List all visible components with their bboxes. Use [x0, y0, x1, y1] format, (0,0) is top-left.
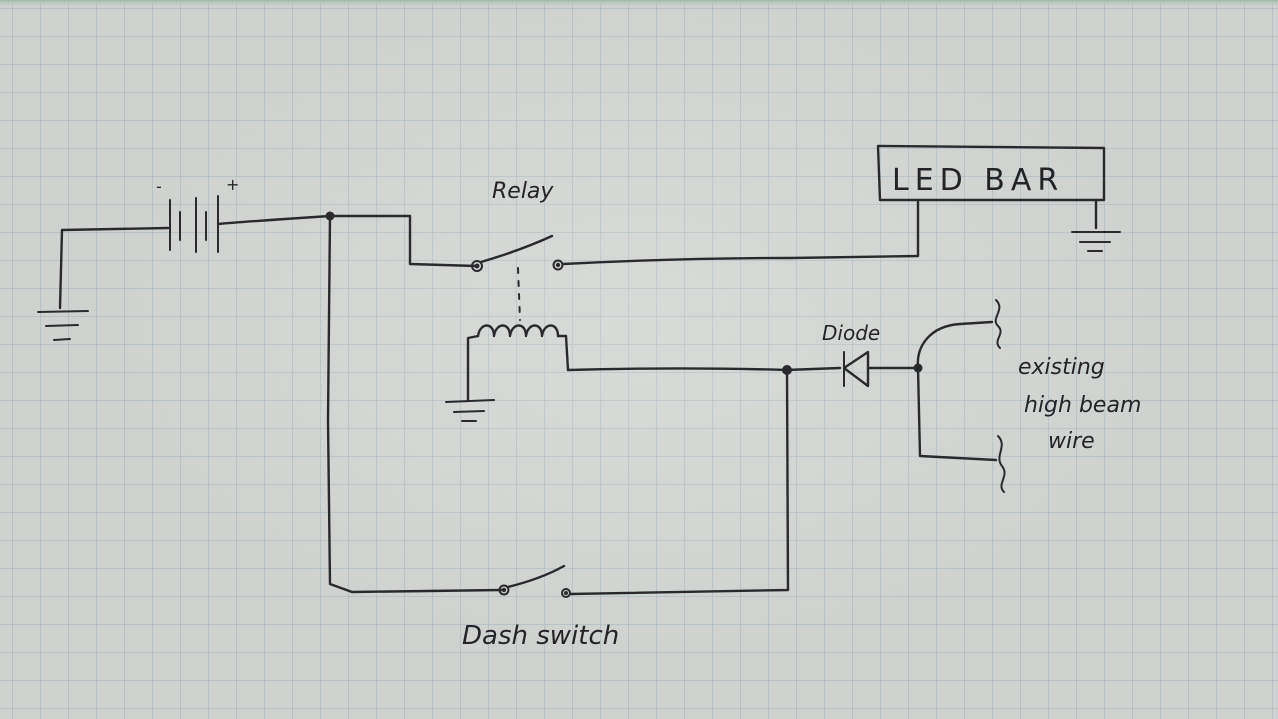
switch-return-wire: [568, 368, 790, 596]
high-beam-splice: [916, 299, 1006, 493]
existing-label-line3: wire: [1048, 429, 1095, 454]
switch-feed-wire: [326, 214, 504, 594]
battery-plus-label: +: [226, 175, 239, 194]
battery-minus-label: -: [156, 177, 162, 196]
battery-positive-wire: [216, 214, 478, 268]
relay-label: Relay: [492, 179, 554, 204]
relay-coil: [466, 324, 570, 402]
relay-output-wire: [561, 200, 920, 266]
battery-symbol: - +: [156, 175, 239, 253]
paper-edge: [0, 0, 1278, 6]
coil-feed-wire: [566, 366, 842, 372]
battery-ground-symbol: [37, 226, 170, 341]
existing-label-line1: existing: [1018, 355, 1105, 380]
dash-switch: [498, 564, 571, 598]
relay-switch: [471, 234, 564, 321]
led-bar-ground-symbol: [1071, 198, 1121, 252]
dash-switch-label: Dash switch: [462, 621, 619, 651]
diode-symbol: [842, 350, 920, 388]
existing-high-beam-label: existing high beam wire: [1018, 355, 1141, 454]
diode-label: Diode: [822, 321, 880, 345]
led-bar-box: LED BAR: [876, 144, 1106, 202]
led-bar-label: LED BAR: [892, 163, 1064, 198]
coil-ground-symbol: [445, 399, 495, 422]
existing-label-line2: high beam: [1024, 393, 1141, 418]
